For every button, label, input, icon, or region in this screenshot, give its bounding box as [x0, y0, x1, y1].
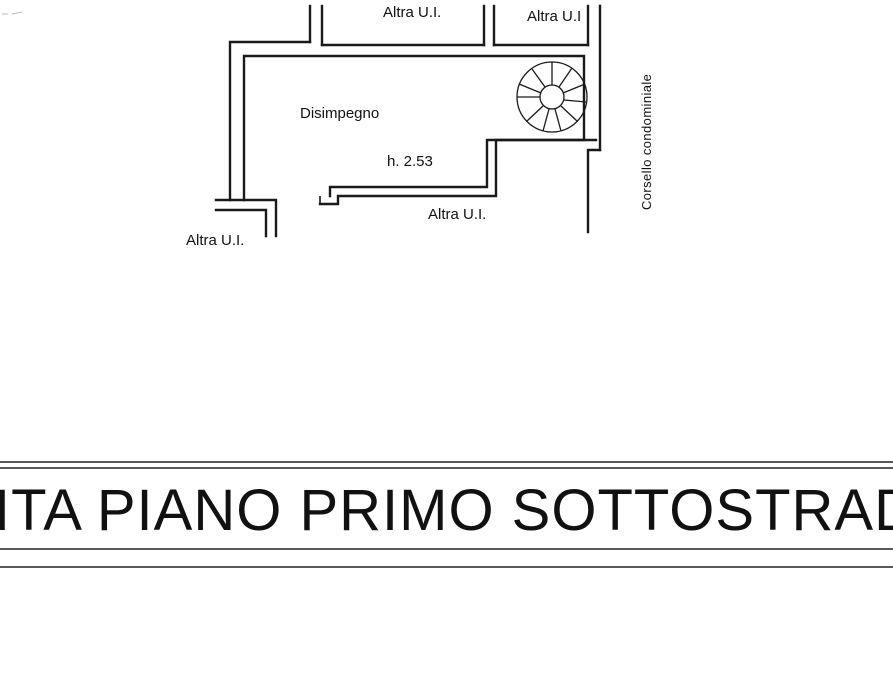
disimpegno-outer-wall — [214, 40, 312, 238]
banner-title: ITA PIANO PRIMO SOTTOSTRAD — [0, 478, 893, 543]
side-corridor-label: Corsello condominiale — [639, 74, 654, 210]
title-banner: ITA PIANO PRIMO SOTTOSTRAD — [0, 461, 893, 568]
top-right-unit-label: Altra U.I — [527, 8, 581, 25]
room-height-label: h. 2.53 — [387, 153, 433, 170]
top-left-unit-label: Altra U.I. — [383, 4, 441, 21]
upper-unit-walls — [308, 4, 602, 152]
disimpegno-inner-wall — [242, 54, 602, 234]
room-name-label: Disimpegno — [300, 105, 379, 122]
spiral-staircase — [516, 61, 588, 133]
lower-unit-label: Altra U.I. — [428, 206, 486, 223]
corner-mark — [2, 11, 23, 15]
bottom-left-unit-label: Altra U.I. — [186, 232, 244, 249]
